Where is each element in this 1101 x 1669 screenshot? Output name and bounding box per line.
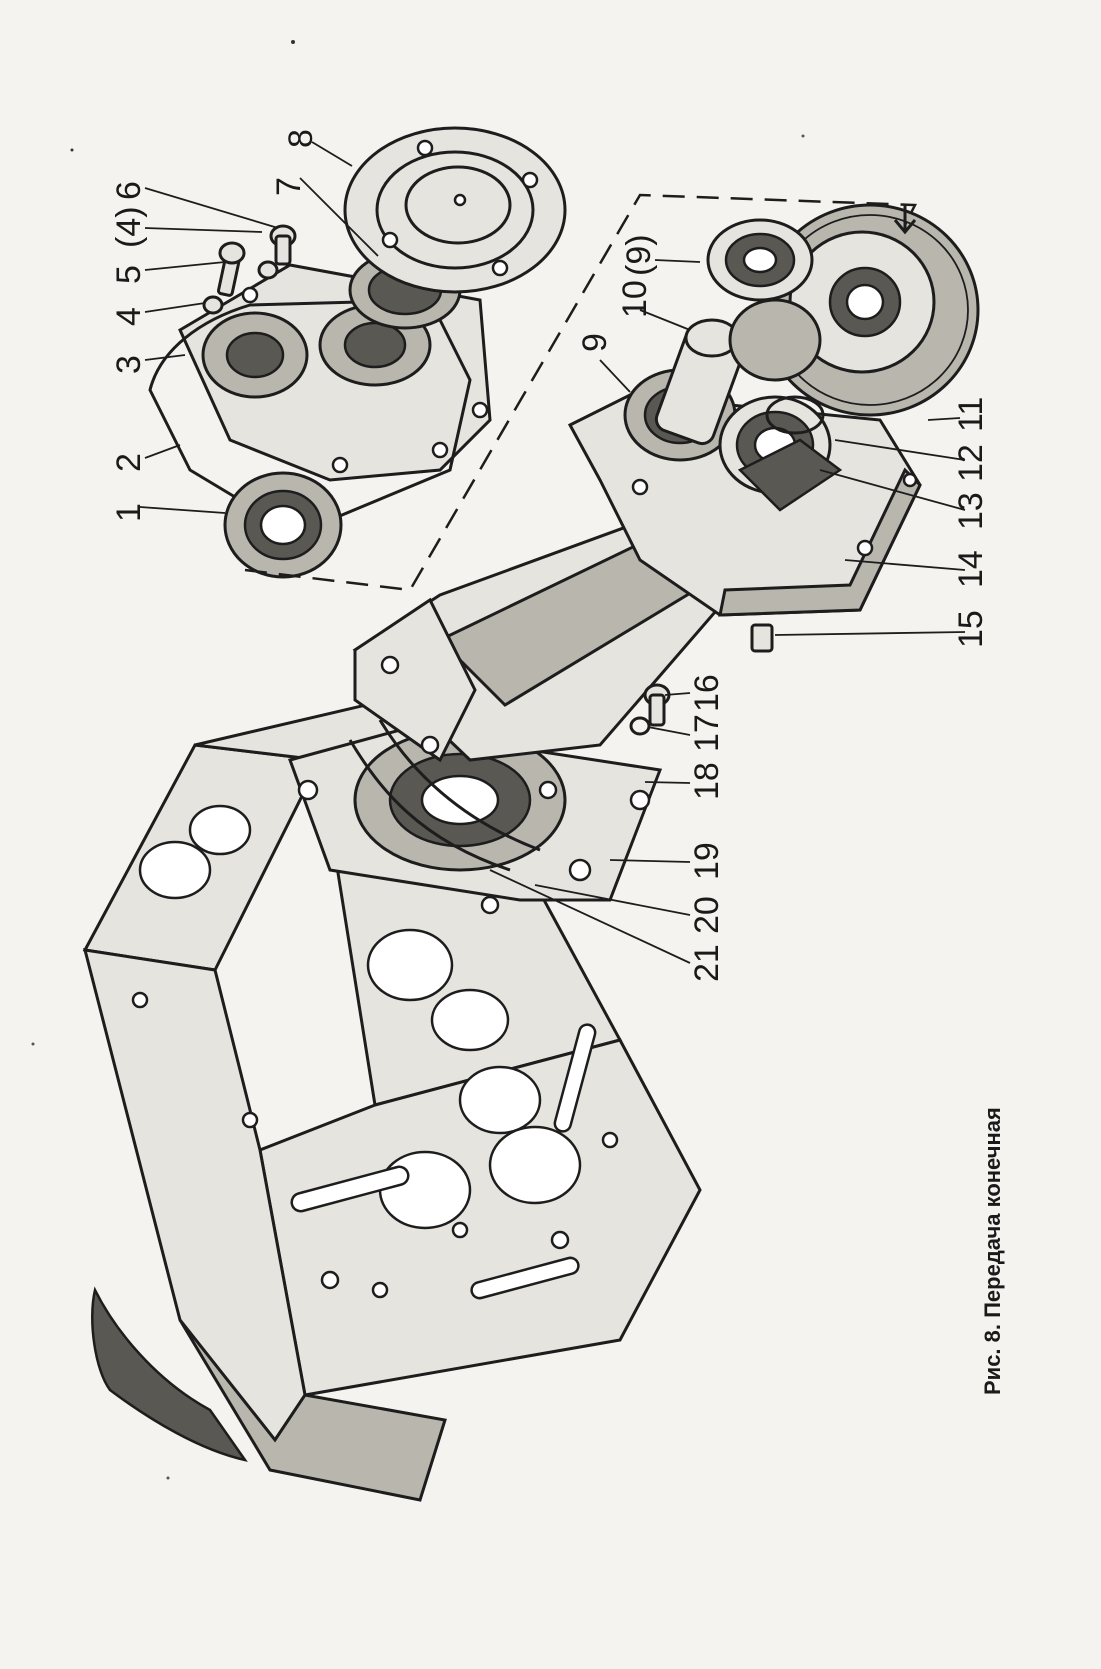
bearing-and-ring — [718, 395, 843, 512]
assembly-dashed-line-upper — [244, 193, 917, 592]
callout-3: 3 — [110, 355, 148, 374]
callout-18: 18 — [688, 762, 726, 800]
assembly-arrow — [893, 205, 917, 235]
hub-and-flange-cover — [343, 126, 567, 330]
large-gear — [706, 203, 980, 417]
callout-21: 21 — [688, 944, 726, 982]
callout-15: 15 — [952, 610, 990, 648]
callout-labels: 1 2 3 4 5 (4) 6 7 8 9 (9) 10 11 12 13 14… — [110, 129, 990, 982]
callout-9: 9 — [576, 333, 614, 352]
callout-8: 8 — [282, 129, 320, 148]
callout-13: 13 — [952, 492, 990, 530]
callout-4: 4 — [110, 307, 148, 326]
callout-7: 7 — [270, 177, 308, 196]
callout-9-alt: (9) — [620, 234, 658, 276]
callout-5-alt: (4) — [110, 206, 148, 248]
figure-caption: Рис. 8. Передача конечная — [980, 1107, 1005, 1395]
callout-2: 2 — [110, 453, 148, 472]
callout-19: 19 — [688, 842, 726, 880]
callout-1: 1 — [110, 503, 148, 522]
callout-14: 14 — [952, 550, 990, 588]
leader-lines — [139, 141, 966, 964]
callout-17: 17 — [688, 714, 726, 752]
callout-5: 5 — [110, 265, 148, 284]
callout-10: 10 — [616, 280, 654, 318]
gearbox-housing — [82, 688, 702, 1502]
callout-20: 20 — [688, 896, 726, 934]
callout-11: 11 — [952, 397, 990, 432]
drive-shaft — [623, 318, 746, 462]
callout-12: 12 — [952, 444, 990, 482]
callout-16: 16 — [688, 674, 726, 712]
callout-6: 6 — [110, 181, 148, 200]
scan-specks — [31, 40, 805, 1480]
bearing-1 — [223, 471, 343, 579]
housing-flange-assembly — [288, 719, 663, 915]
